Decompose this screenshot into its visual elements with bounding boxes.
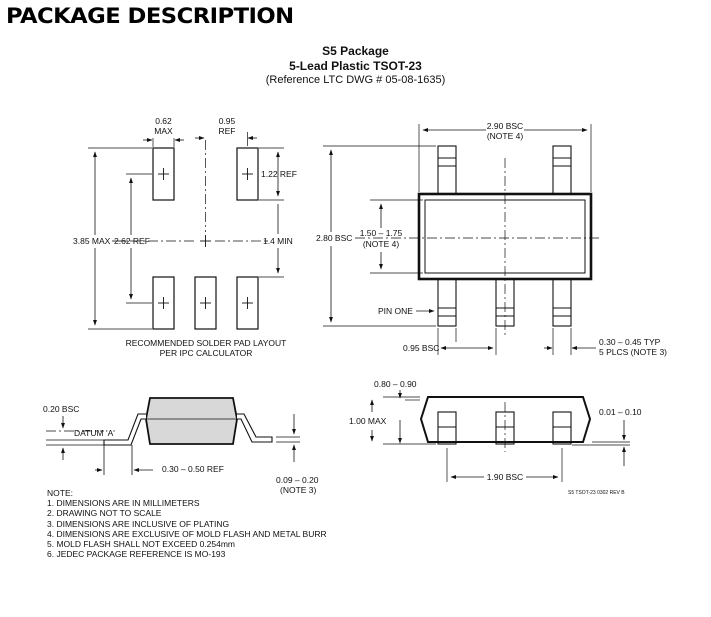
end-body xyxy=(419,396,592,443)
side-view xyxy=(46,397,300,475)
dim-pad-width: 0.62 xyxy=(155,116,172,126)
dim-outer-lead-span: 1.90 BSC xyxy=(487,472,523,482)
dim-standoff: 0.01 – 0.10 xyxy=(599,407,642,417)
lead-top-left xyxy=(437,145,457,195)
dim-pad-length: 1.22 REF xyxy=(261,169,297,179)
dim-lead-thickness-note: (NOTE 3) xyxy=(280,485,317,495)
package-subtitle: 5-Lead Plastic TSOT-23 xyxy=(289,59,422,73)
dim-pitch-sub: REF xyxy=(219,126,236,136)
dim-body-width-note: (NOTE 4) xyxy=(363,239,400,249)
dim-inner: 2.62 REF xyxy=(114,236,150,246)
package-title: S5 Package xyxy=(322,44,389,58)
dim-body-height: 0.80 – 0.90 xyxy=(374,379,417,389)
pad-top-right xyxy=(236,147,259,201)
notes-block: NOTE: 1. DIMENSIONS ARE IN MILLIMETERS 2… xyxy=(47,488,327,559)
pad-bottom-center xyxy=(194,276,217,330)
dim-lead-width: 0.30 – 0.45 TYP xyxy=(599,337,661,347)
end-lead-left xyxy=(437,411,457,445)
dim-package-length: 2.90 BSC xyxy=(487,121,523,131)
end-lead-right xyxy=(552,411,572,445)
lead-bottom-right xyxy=(552,278,572,327)
top-view xyxy=(323,124,600,355)
top-view-labels: 2.90 BSC (NOTE 4) 2.80 BSC 1.50 – 1.75 (… xyxy=(316,121,667,357)
note-item: 4. DIMENSIONS ARE EXCLUSIVE OF MOLD FLAS… xyxy=(47,528,327,539)
package-reference: (Reference LTC DWG # 05-08-1635) xyxy=(265,74,446,86)
dim-package-width: 2.80 BSC xyxy=(316,233,352,243)
dim-lead-pitch: 0.95 BSC xyxy=(403,343,439,353)
pad-layout-caption-2: PER IPC CALCULATOR xyxy=(160,348,253,358)
side-view-labels: 0.20 BSC DATUM 'A' 0.30 – 0.50 REF 0.09 … xyxy=(43,404,319,495)
note-item: 5. MOLD FLASH SHALL NOT EXCEED 0.254mm xyxy=(47,539,236,550)
dim-max-height: 1.00 MAX xyxy=(349,416,387,426)
end-view-labels: 0.80 – 0.90 1.00 MAX 0.01 – 0.10 1.90 BS… xyxy=(349,379,642,496)
end-view xyxy=(370,390,630,482)
dim-pad-width-sub: MAX xyxy=(154,126,173,136)
notes-header: NOTE: xyxy=(47,488,73,498)
page-heading: PACKAGE DESCRIPTION xyxy=(6,4,294,28)
side-lead-left xyxy=(103,413,146,446)
dim-min-gap: 1.4 MIN xyxy=(263,236,293,246)
datum-label: DATUM 'A' xyxy=(74,428,115,438)
dim-pitch: 0.95 xyxy=(219,116,236,126)
dim-body-width: 1.50 – 1.75 xyxy=(360,228,403,238)
note-item: 1. DIMENSIONS ARE IN MILLIMETERS xyxy=(47,498,200,509)
solder-pad-labels: 0.62 MAX 0.95 REF 1.22 REF 3.85 MAX 2.62… xyxy=(73,116,297,358)
dim-lead-thickness: 0.09 – 0.20 xyxy=(276,475,319,485)
pad-bottom-left xyxy=(152,276,175,330)
lead-bottom-left xyxy=(437,278,457,327)
side-lead-right xyxy=(237,413,273,443)
lead-top-right xyxy=(552,145,572,195)
dim-package-length-note: (NOTE 4) xyxy=(487,131,524,141)
drawing-code: S5 TSOT-23 0302 REV B xyxy=(568,490,625,496)
solder-pad-layout xyxy=(88,132,284,330)
note-item: 2. DRAWING NOT TO SCALE xyxy=(47,508,162,519)
dim-overall: 3.85 MAX xyxy=(73,236,111,246)
dim-gauge-plane: 0.20 BSC xyxy=(43,404,79,414)
pad-bottom-right xyxy=(236,276,259,330)
note-item: 6. JEDEC PACKAGE REFERENCE IS MO-193 xyxy=(47,549,226,560)
dim-foot-length: 0.30 – 0.50 REF xyxy=(162,464,224,474)
pad-layout-caption-1: RECOMMENDED SOLDER PAD LAYOUT xyxy=(126,338,287,348)
pin-one-label: PIN ONE xyxy=(378,306,413,316)
dim-lead-width-note: 5 PLCS (NOTE 3) xyxy=(599,347,667,357)
side-body xyxy=(145,397,238,445)
pad-top-left xyxy=(152,147,175,201)
note-item: 3. DIMENSIONS ARE INCLUSIVE OF PLATING xyxy=(47,518,230,529)
